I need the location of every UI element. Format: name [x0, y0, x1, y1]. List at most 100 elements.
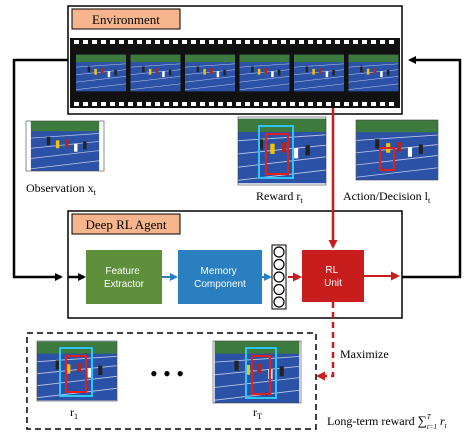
film-strip — [70, 38, 400, 108]
film-sprocket — [245, 40, 250, 44]
feature-extractor-label: Feature Extractor — [104, 266, 145, 290]
rollout-last-thumbnail — [212, 340, 302, 404]
film-sprocket — [317, 102, 322, 106]
film-sprocket — [182, 102, 187, 106]
observation-loop-arrow — [12, 58, 68, 281]
agent-title-box — [71, 213, 181, 235]
rollout-ellipsis: • • • — [150, 361, 184, 386]
film-sprocket — [353, 40, 358, 44]
environment-title-box — [71, 8, 181, 30]
memory-cell — [273, 258, 285, 271]
film-sprocket — [380, 40, 385, 44]
memory-component-box — [178, 250, 262, 304]
film-frame — [76, 54, 126, 92]
action-loop-arrow — [402, 56, 462, 279]
film-sprocket — [335, 102, 340, 106]
film-frame — [294, 54, 344, 92]
film-sprocket — [209, 40, 214, 44]
film-sprocket — [83, 102, 88, 106]
environment-title: Environment — [92, 12, 160, 27]
reward-thumbnail — [237, 116, 327, 186]
film-sprocket — [272, 40, 277, 44]
film-sprocket — [101, 102, 106, 106]
feature-extractor-box — [86, 250, 162, 304]
film-sprocket — [308, 102, 313, 106]
film-sprocket — [182, 40, 187, 44]
film-sprocket — [371, 40, 376, 44]
film-sprocket — [128, 40, 133, 44]
film-sprocket — [236, 102, 241, 106]
film-sprocket — [155, 102, 160, 106]
film-sprocket — [344, 40, 349, 44]
film-sprocket — [335, 40, 340, 44]
film-sprocket — [92, 102, 97, 106]
film-sprocket — [290, 40, 295, 44]
film-sprocket — [200, 102, 205, 106]
film-sprocket — [389, 40, 394, 44]
film-sprocket — [137, 102, 142, 106]
film-sprocket — [155, 40, 160, 44]
film-sprocket — [245, 102, 250, 106]
film-frame — [239, 54, 290, 92]
film-sprocket — [290, 102, 295, 106]
film-sprocket — [110, 102, 115, 106]
film-sprocket — [272, 102, 277, 106]
film-frame — [185, 54, 235, 92]
reward-red-bbox — [265, 133, 289, 175]
film-sprocket — [263, 102, 268, 106]
observation-thumbnail — [25, 120, 105, 172]
memory-component-label: Memory Component — [194, 266, 246, 290]
film-sprocket — [380, 102, 385, 106]
memory-cell — [273, 271, 285, 283]
action-red-bbox — [379, 147, 395, 171]
film-sprocket — [281, 102, 286, 106]
film-sprocket — [308, 40, 313, 44]
film-frame — [130, 54, 181, 92]
film-sprocket — [227, 102, 232, 106]
rollout-first-thumbnail — [36, 340, 118, 402]
rollout-last-label: rT — [253, 405, 262, 421]
memory-cell — [273, 296, 285, 308]
film-sprocket — [101, 40, 106, 44]
film-sprocket — [110, 40, 115, 44]
film-sprocket — [119, 102, 124, 106]
agent-title: Deep RL Agent — [85, 217, 166, 232]
film-sprocket — [74, 40, 79, 44]
film-sprocket — [74, 102, 79, 106]
film-sprocket — [218, 40, 223, 44]
film-sprocket — [344, 102, 349, 106]
film-sprocket — [299, 40, 304, 44]
film-sprocket — [236, 40, 241, 44]
memory-cell — [273, 283, 285, 296]
film-sprocket — [164, 102, 169, 106]
rl-unit-box — [302, 250, 364, 302]
film-sprocket — [209, 102, 214, 106]
film-sprocket — [263, 40, 268, 44]
film-sprocket — [173, 40, 178, 44]
film-sprocket — [371, 102, 376, 106]
film-sprocket — [326, 40, 331, 44]
film-sprocket — [92, 40, 97, 44]
film-sprocket — [146, 40, 151, 44]
film-sprocket — [281, 40, 286, 44]
maximize-arrow — [316, 302, 335, 381]
film-sprocket — [164, 40, 169, 44]
film-sprocket — [191, 40, 196, 44]
film-sprocket — [191, 102, 196, 106]
film-sprocket — [137, 40, 142, 44]
film-sprocket — [317, 40, 322, 44]
maximize-label: Maximize — [340, 347, 389, 361]
film-sprocket — [389, 102, 394, 106]
rl-unit-label: RL Unit — [324, 265, 342, 289]
film-sprocket — [254, 102, 259, 106]
film-sprocket — [119, 40, 124, 44]
film-sprocket — [83, 40, 88, 44]
rollout-panel: r1 • • • rT — [26, 332, 317, 430]
film-sprocket — [362, 102, 367, 106]
observation-label: Observation xt — [26, 181, 97, 197]
film-sprocket — [362, 40, 367, 44]
film-sprocket — [128, 102, 133, 106]
reward-label: Reward rt — [256, 189, 303, 205]
memory-cell — [273, 246, 285, 258]
